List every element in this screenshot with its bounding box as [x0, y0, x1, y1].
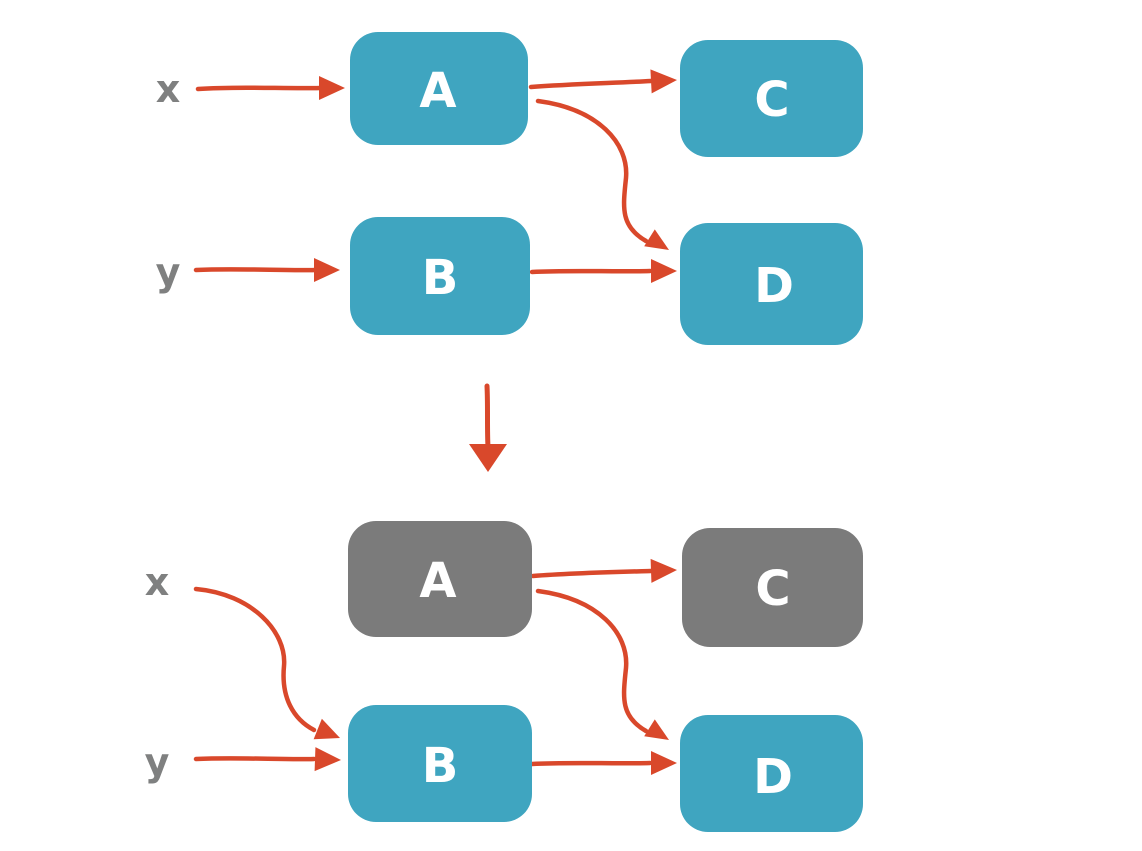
bottom-edge-y-to-B-line [193, 756, 317, 762]
top-edge-A-to-C-arrowhead-icon [650, 69, 677, 94]
top-edge-x-to-A [195, 76, 345, 100]
top-node-D-label: D [754, 258, 794, 314]
top-node-C-label: C [754, 72, 789, 128]
bottom-input-label-x: x [145, 560, 170, 604]
top-node-C-box [680, 40, 863, 157]
bottom-edge-A-to-C-line [530, 568, 654, 579]
bottom-node-B-box [348, 705, 532, 822]
bottom-edge-A-to-D-line [535, 588, 649, 734]
top-edge-y-to-B-arrowhead-icon [314, 258, 340, 282]
bottom-edge-B-to-D-arrowhead-icon [651, 751, 677, 775]
bottom-node-D: D [680, 715, 863, 832]
top-node-C: C [680, 40, 863, 157]
bottom-input-label-y: y [145, 740, 170, 784]
top-node-D: D [680, 223, 863, 345]
top-edge-x-to-A-arrowhead-icon [319, 76, 345, 100]
bottom-node-A-box [348, 521, 532, 637]
bottom-node-B-label: B [422, 738, 459, 794]
bottom-node-B: B [348, 705, 532, 822]
top-node-B-box [350, 217, 530, 335]
top-edge-A-to-D-arrowhead-icon [644, 229, 669, 250]
bottom-edge-y-to-B [193, 747, 341, 772]
bottom-node-C: C [682, 528, 863, 647]
transition-arrowhead-icon [469, 444, 507, 472]
bottom-edge-B-to-D-line [529, 760, 653, 767]
bottom-node-C-box [682, 528, 863, 647]
top-edge-y-to-B [193, 258, 340, 282]
bottom-edge-A-to-D-arrowhead-icon [644, 719, 669, 740]
bottom-edge-x-to-B [193, 586, 340, 740]
top-edge-y-to-B-line [193, 267, 318, 273]
top-edge-B-to-D-arrowhead-icon [651, 259, 677, 283]
transition-arrow-line [484, 383, 491, 450]
top-edge-A-to-C [528, 69, 677, 94]
bottom-edge-B-to-D [529, 751, 677, 775]
top-edge-x-to-A-line [195, 85, 323, 92]
top-node-D-box [680, 223, 863, 345]
top-edge-A-to-C-line [528, 78, 654, 90]
top-input-label-x: x [156, 67, 181, 111]
bottom-node-D-box [680, 715, 863, 832]
bottom-edge-x-to-B-arrowhead-icon [313, 718, 340, 740]
top-node-A-box [350, 32, 528, 145]
bottom-edge-y-to-B-arrowhead-icon [314, 747, 341, 772]
bottom-edge-A-to-C-arrowhead-icon [650, 558, 677, 583]
top-node-B-label: B [422, 250, 459, 306]
bottom-edge-A-to-C [530, 558, 677, 583]
top-node-B: B [350, 217, 530, 335]
top-input-label-y: y [156, 250, 181, 294]
bottom-node-C-label: C [755, 561, 790, 617]
top-edge-B-to-D-line [529, 268, 653, 275]
bottom-diagram: x y A [145, 521, 863, 832]
bottom-node-D-label: D [753, 749, 793, 805]
top-diagram: x y A [156, 32, 863, 345]
bottom-edge-A-to-D [535, 588, 669, 740]
transition-down-arrow-icon [469, 383, 507, 472]
top-node-A: A [350, 32, 528, 145]
top-node-A-label: A [419, 63, 456, 119]
top-edge-A-to-D [535, 98, 669, 250]
bottom-node-A-label: A [419, 553, 456, 609]
top-edge-A-to-D-line [535, 98, 649, 244]
bottom-edge-x-to-B-line [193, 586, 317, 733]
top-edge-B-to-D [529, 259, 677, 283]
bottom-node-A: A [348, 521, 532, 637]
